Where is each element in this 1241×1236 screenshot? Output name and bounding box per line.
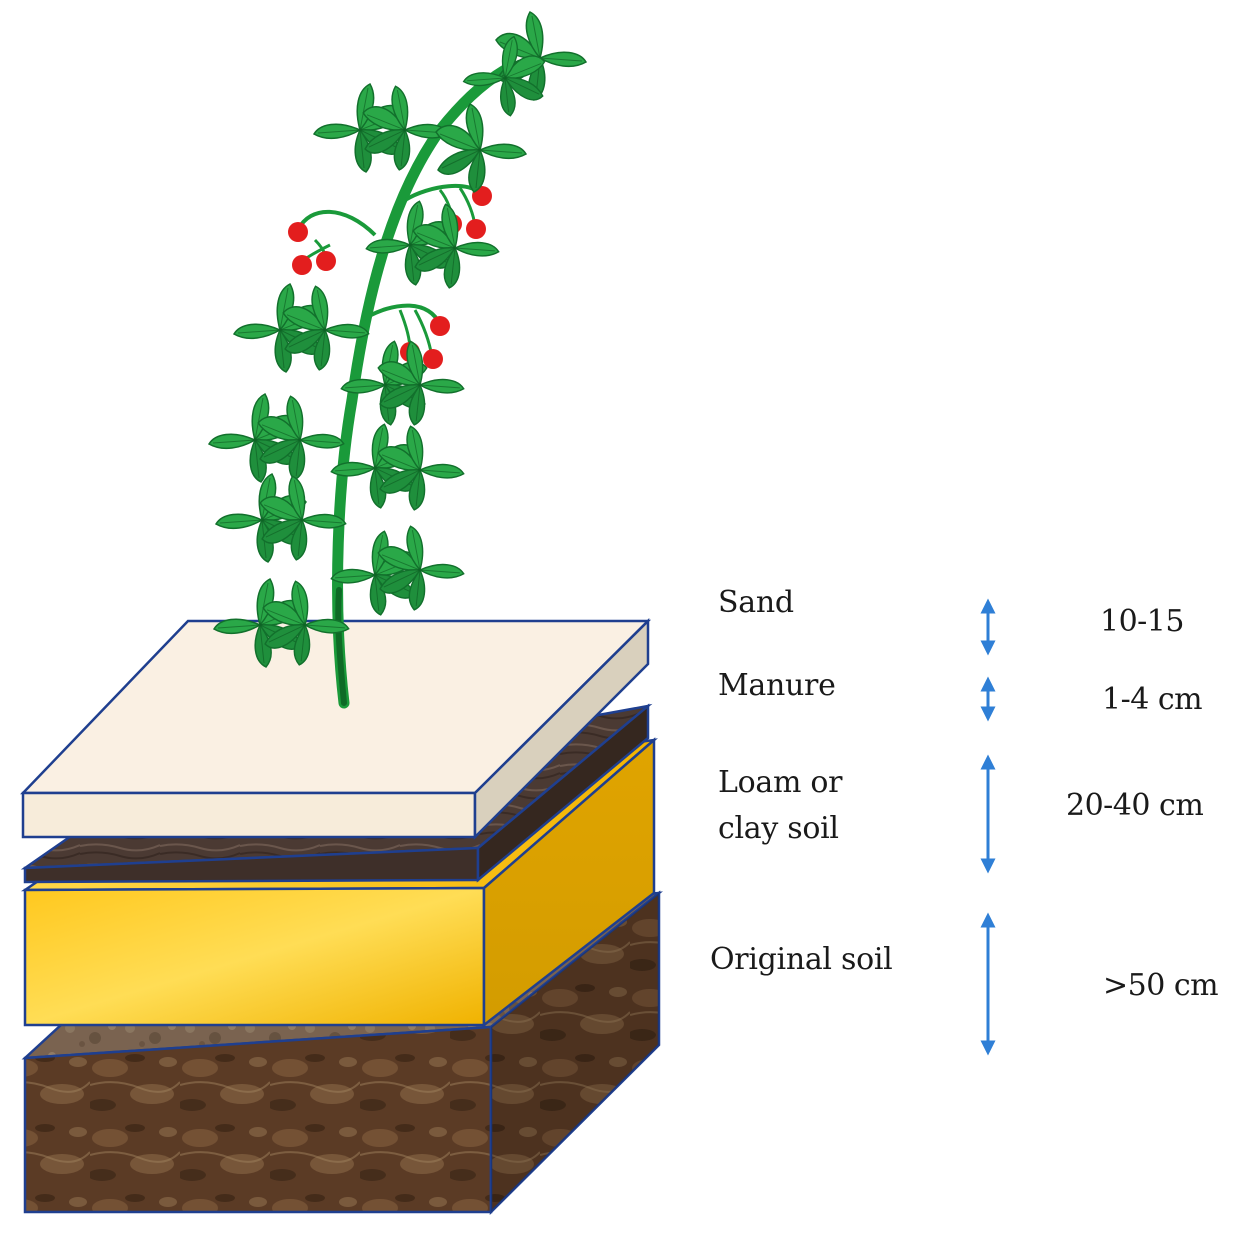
label-original-soil: Original soil [710, 942, 893, 977]
sand-side [473, 617, 650, 841]
label-sand: Sand [718, 585, 794, 620]
thickness-sand: 10-15 [1100, 604, 1184, 639]
leaf-cluster [262, 580, 350, 666]
thickness-manure: 1-4 cm [1102, 682, 1203, 717]
leaf-cluster [462, 35, 546, 117]
label-loam: Loam or clay soil [718, 765, 843, 846]
label-manure: Manure [718, 668, 836, 703]
original-soil-front [23, 1025, 493, 1214]
leaf-cluster [377, 425, 465, 511]
leaf-cluster [377, 340, 465, 426]
manure-side [476, 703, 650, 883]
loam-side [482, 737, 656, 1028]
original-soil-side [489, 890, 661, 1216]
loam-front [23, 886, 486, 1027]
sand-block [20, 617, 652, 841]
leaf-cluster [259, 475, 347, 561]
leaf-cluster [257, 395, 345, 481]
plant-leaves [207, 11, 588, 668]
leaf-cluster [377, 525, 465, 611]
leaf-cluster [435, 103, 528, 193]
sand-front [21, 791, 477, 839]
tomato-plant [207, 11, 588, 709]
leaf-cluster [282, 285, 370, 371]
leaf-cluster [232, 283, 325, 373]
thickness-loam: 20-40 cm [1066, 788, 1204, 823]
leaf-cluster [412, 203, 500, 289]
thickness-original-soil: >50 cm [1103, 968, 1219, 1003]
